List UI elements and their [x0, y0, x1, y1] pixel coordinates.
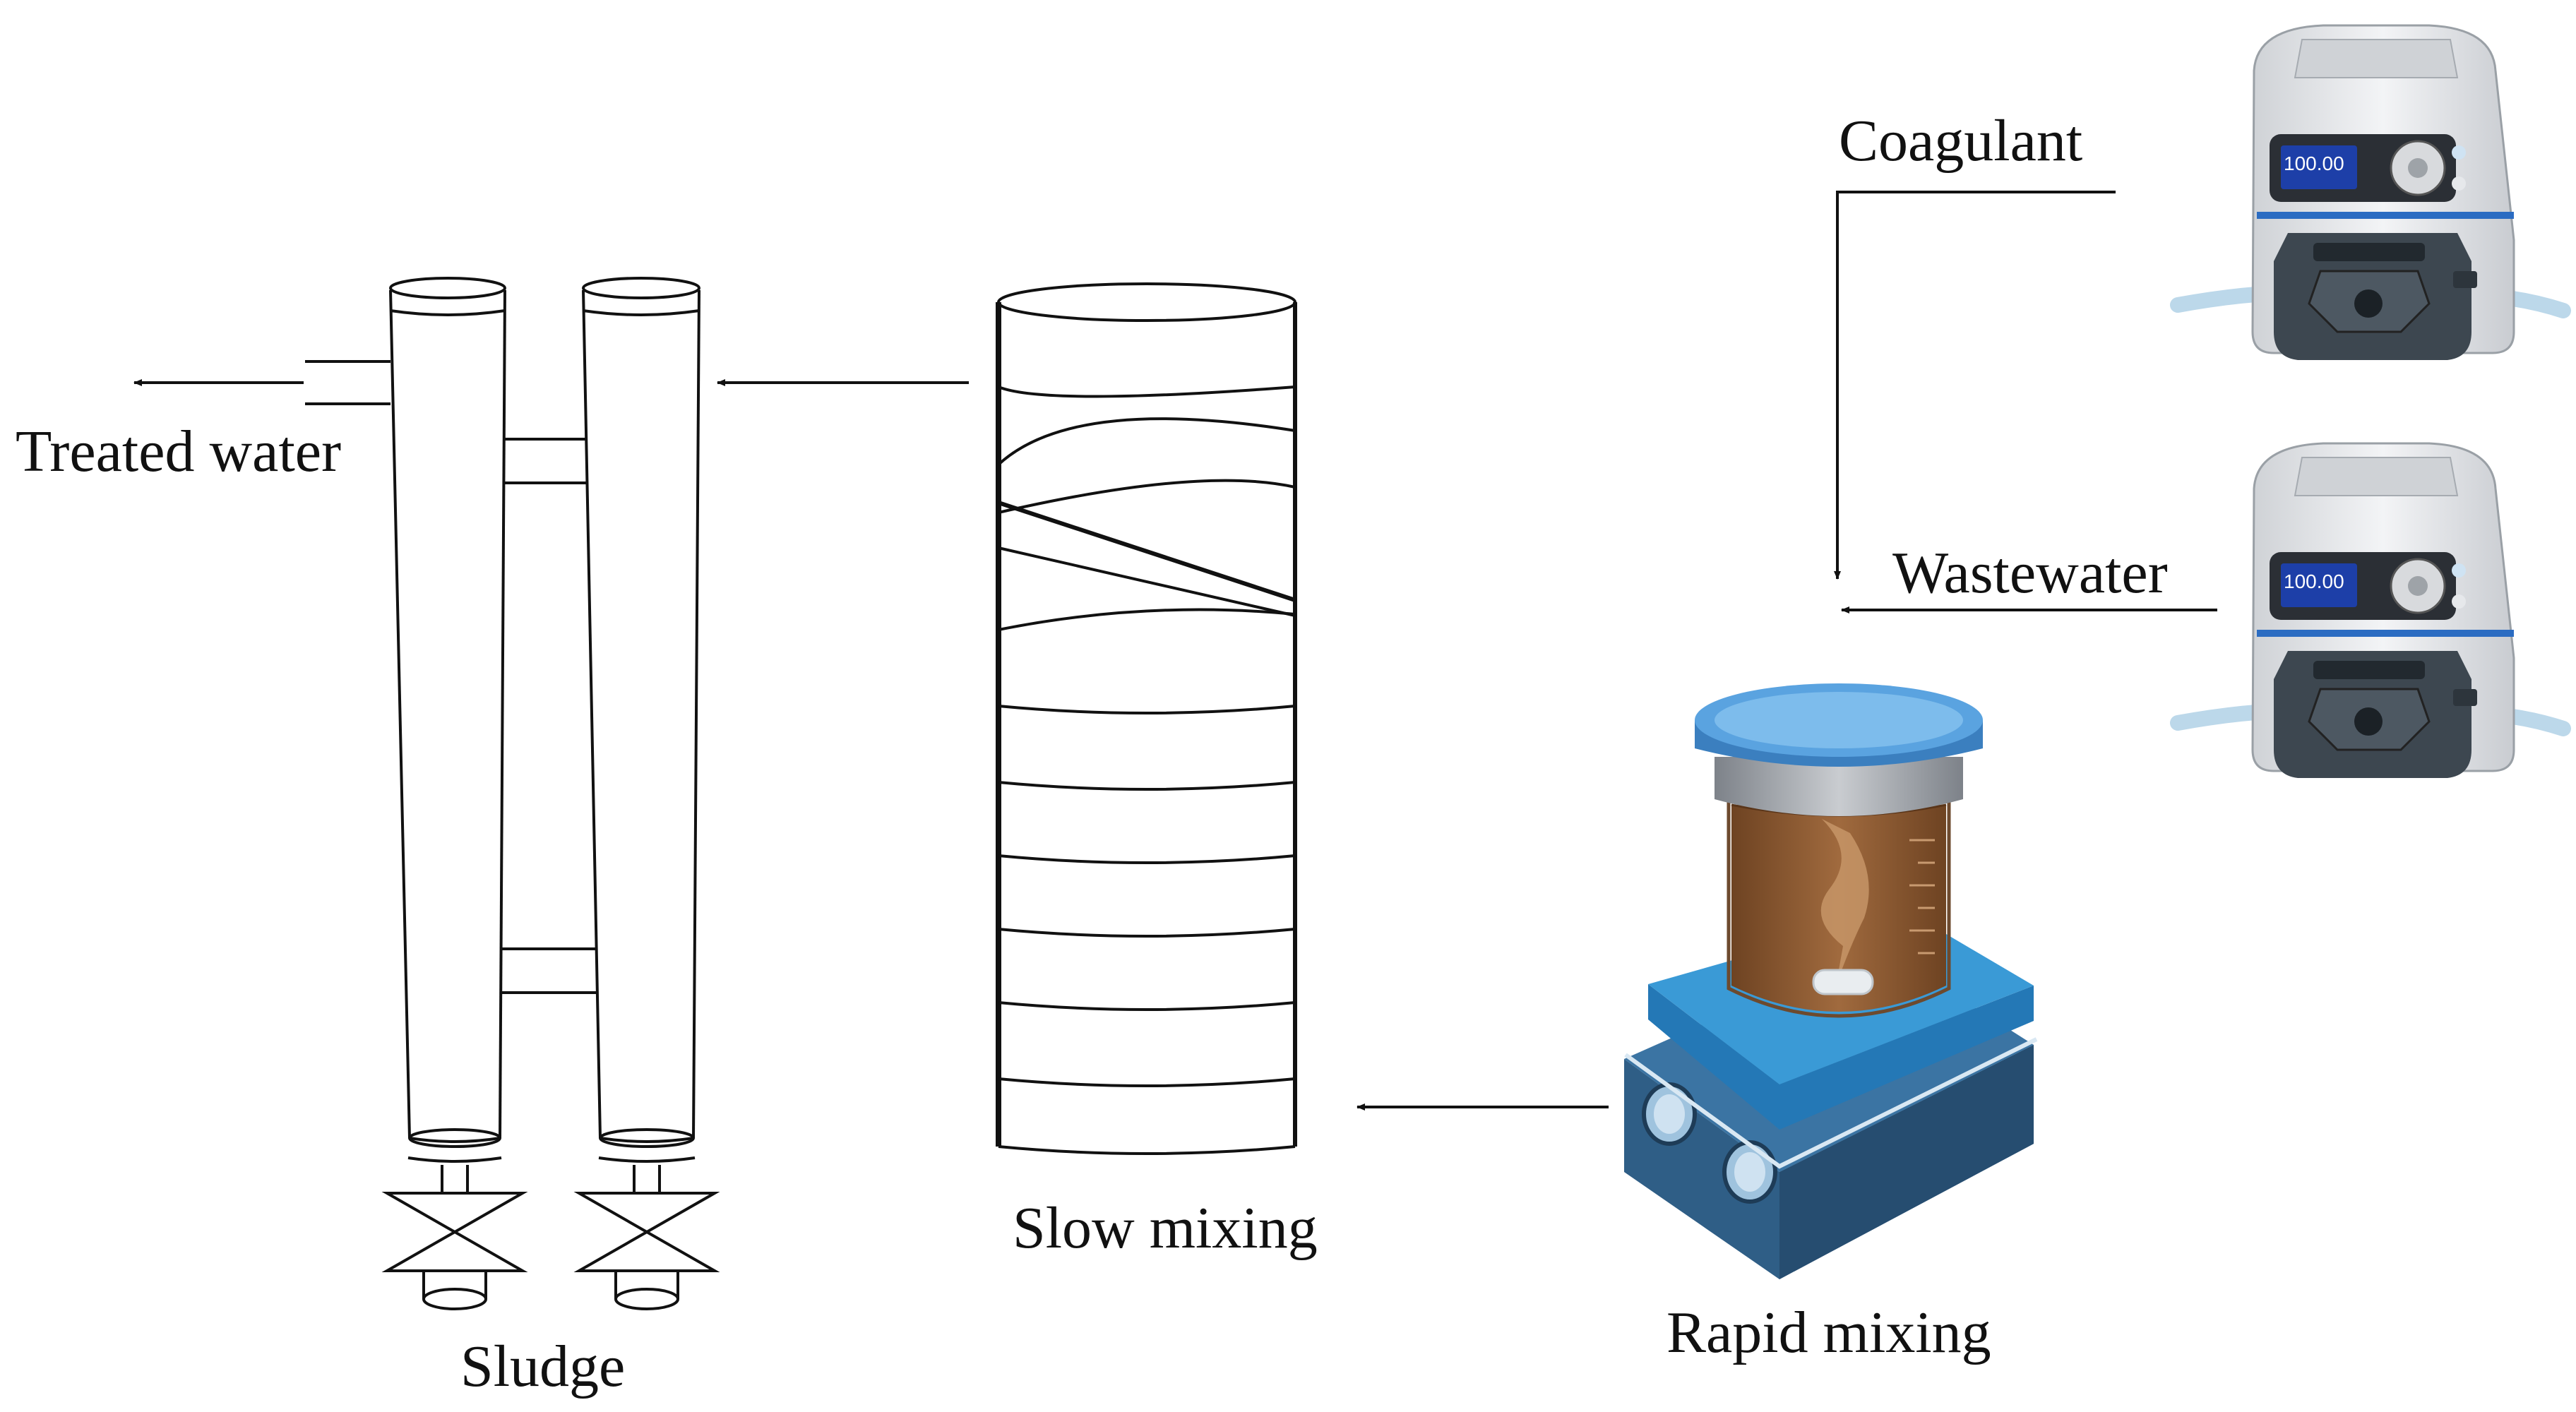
- column-connectors: [501, 438, 597, 994]
- sludge-label: Sludge: [460, 1334, 626, 1399]
- settling-column-2: [573, 277, 720, 1310]
- coagulant-pump-display: 100.00: [2284, 152, 2344, 174]
- slow-mixing-label: Slow mixing: [1013, 1195, 1318, 1261]
- treated-water-label: Treated water: [16, 419, 342, 484]
- wastewater-label: Wastewater: [1892, 540, 2168, 606]
- coagulant-pump: [2170, 24, 2571, 360]
- rapid-mixing-label: Rapid mixing: [1666, 1300, 1991, 1365]
- flow-lines: [133, 191, 2217, 1111]
- coagulant-label: Coagulant: [1839, 108, 2083, 174]
- slow-mixing-tank: [996, 282, 1297, 1155]
- line-coagulant-feed: [1834, 191, 2116, 580]
- wastewater-pump: [2170, 442, 2571, 778]
- settling-columns: [305, 277, 720, 1310]
- wastewater-pump-display: 100.00: [2284, 570, 2344, 592]
- settling-column-1: [305, 277, 528, 1310]
- rapid-mixing-stirrer: [1624, 683, 2038, 1279]
